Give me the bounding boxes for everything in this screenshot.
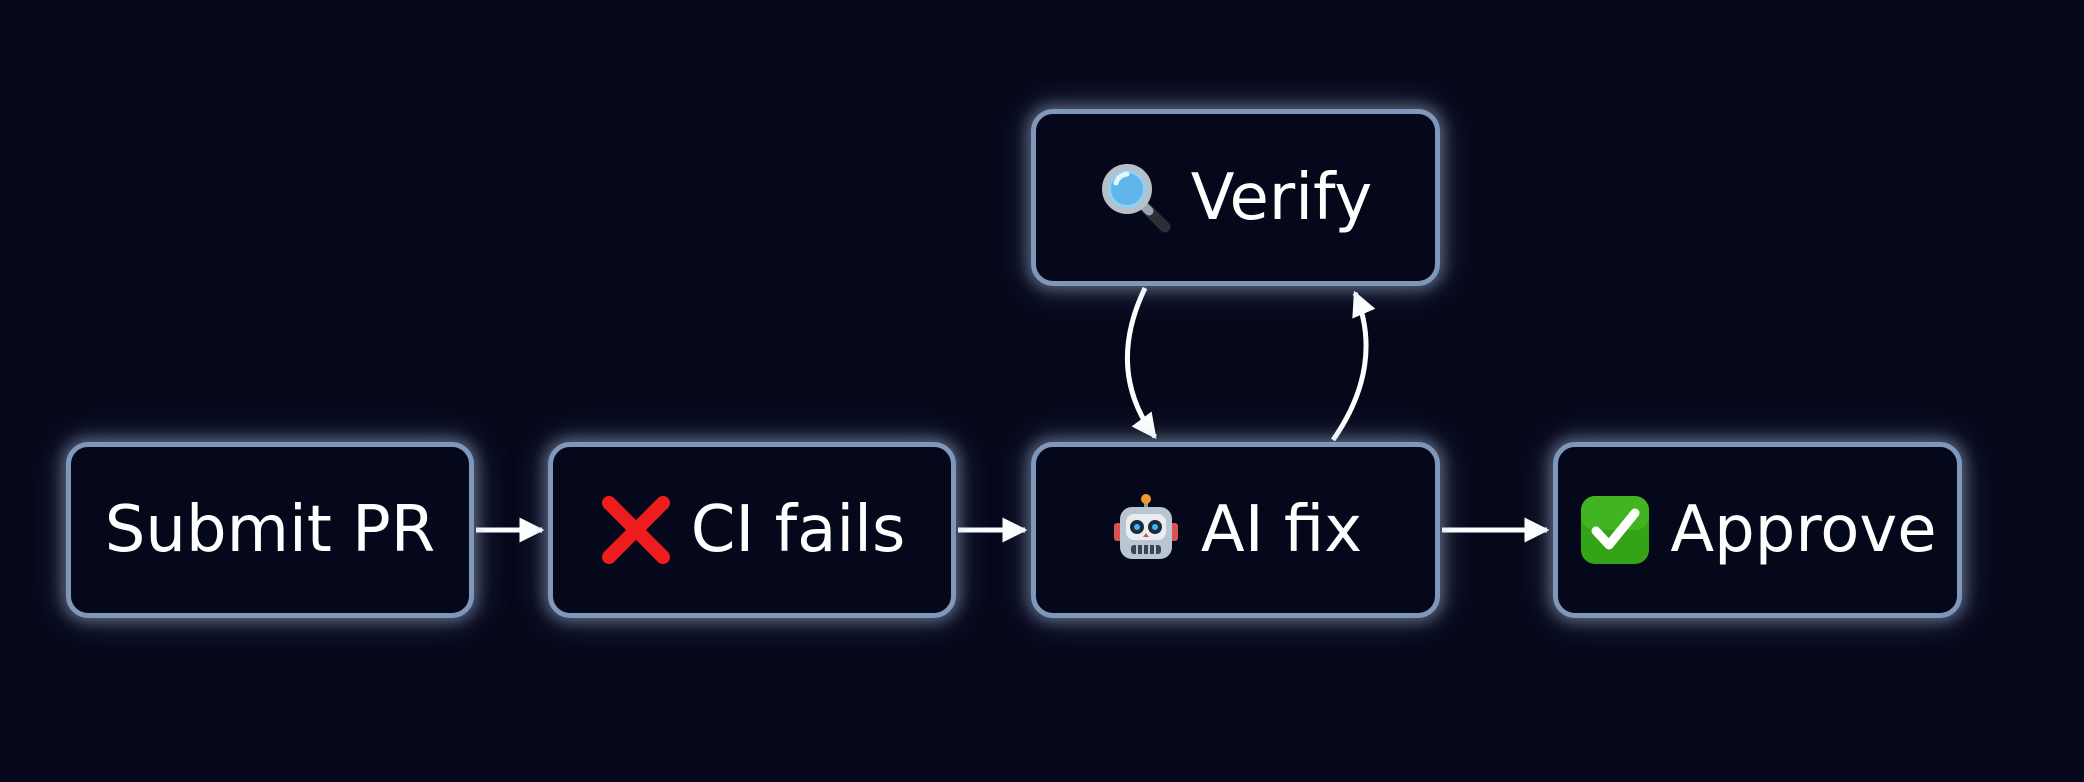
robot-icon (1109, 493, 1183, 567)
node-approve: Approve (1553, 442, 1962, 618)
magnifying-glass-icon (1099, 161, 1173, 235)
node-ci-fails-label: CI fails (690, 493, 906, 567)
node-submit-pr: Submit PR (66, 442, 474, 618)
node-verify: Verify (1031, 109, 1440, 286)
node-verify-label: Verify (1190, 160, 1373, 235)
node-ci-fails: CI fails (548, 442, 956, 618)
check-mark-button-icon (1578, 493, 1652, 567)
cross-mark-icon (599, 493, 673, 567)
node-submit-pr-label: Submit PR (104, 493, 436, 567)
node-ai-fix-label: AI fix (1200, 493, 1363, 567)
edge-aifix-to-verify (1330, 290, 1376, 442)
node-approve-label: Approve (1670, 493, 1937, 567)
node-ai-fix: AI fix (1031, 442, 1440, 618)
edge-verify-to-aifix (1124, 286, 1158, 440)
